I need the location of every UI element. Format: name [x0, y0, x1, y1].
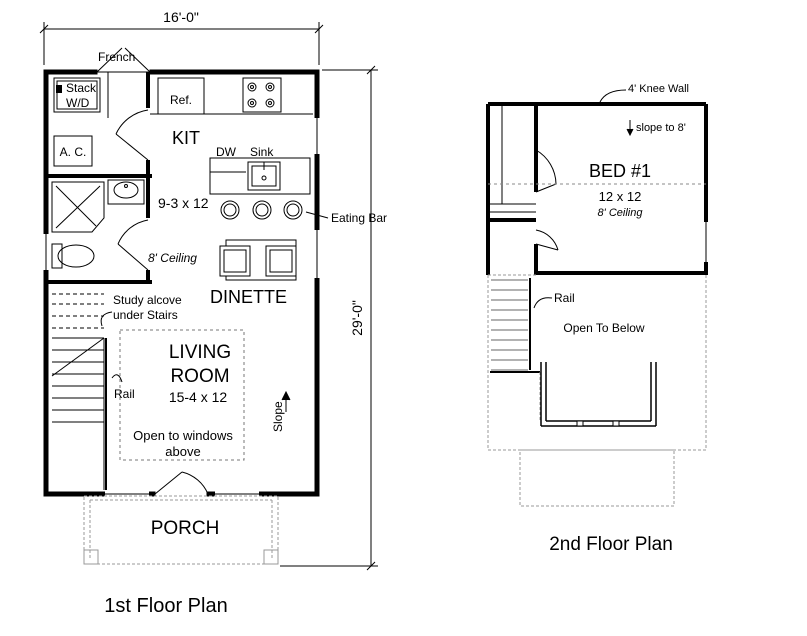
depth-dimension [280, 65, 378, 571]
upper-stairs [491, 279, 528, 371]
first-floor-ceiling-label: 8' Ceiling [148, 251, 197, 265]
dinette-label: DINETTE [210, 287, 287, 307]
french-door-label: French [98, 50, 135, 64]
kitchen-island [209, 157, 311, 195]
slope-label: Slope [271, 401, 285, 432]
living-room-label-2: ROOM [170, 366, 229, 387]
porch-post [263, 549, 279, 565]
slope-to-label: slope to 8' [636, 122, 686, 134]
eating-bar-label: Eating Bar [331, 211, 387, 225]
closet-door [535, 149, 557, 193]
front-door [154, 471, 209, 495]
first-floor-caption: 1st Floor Plan [104, 595, 227, 617]
bedroom-door [535, 229, 559, 251]
refrigerator-label: Ref. [170, 93, 192, 107]
stack-label: Stack [66, 81, 97, 95]
knee-wall-label: 4' Knee Wall [628, 83, 689, 95]
closets [488, 106, 536, 213]
study-alcove-label-2: under Stairs [113, 308, 178, 322]
bedroom-label: BED #1 [589, 161, 651, 181]
open-to-below-label: Open To Below [563, 321, 644, 335]
porch-post [83, 549, 99, 565]
washer-dryer-label: W/D [66, 96, 90, 110]
second-floor-rail-label: Rail [554, 291, 575, 305]
interior-walls [46, 72, 152, 284]
open-to-below-outline [487, 274, 707, 507]
bathroom-door [117, 219, 149, 271]
dishwasher-label: DW [216, 145, 237, 159]
bedroom-size-label: 12 x 12 [599, 189, 642, 204]
eating-bar-leader [305, 211, 329, 219]
windows [42, 118, 321, 498]
first-floor-plan: 16'-0" 29'-0" [39, 9, 387, 617]
kitchen-size-label: 9-3 x 12 [158, 195, 209, 211]
bathroom-fixtures [51, 179, 145, 269]
french-door [96, 47, 151, 73]
study-alcove-label: Study alcove [113, 293, 182, 307]
bed-slope-arrow [626, 120, 634, 137]
depth-dimension-label: 29'-0" [349, 300, 365, 336]
living-room-label: LIVING [169, 342, 231, 363]
kitchen-label: KIT [172, 128, 200, 148]
open-to-windows-label-2: above [165, 444, 200, 459]
first-floor-rail-label: Rail [114, 387, 135, 401]
second-floor-caption: 2nd Floor Plan [549, 534, 673, 555]
bar-stools [220, 200, 303, 220]
porch-label: PORCH [151, 518, 220, 539]
width-dimension-label: 16'-0" [163, 9, 199, 25]
porch [83, 495, 279, 565]
ac-unit [53, 135, 93, 167]
laundry-door [115, 109, 149, 161]
washer-dryer [53, 77, 101, 113]
stairs [51, 293, 105, 490]
width-dimension [39, 22, 324, 65]
dinette-table [219, 239, 297, 281]
open-to-above-area [119, 329, 245, 461]
second-floor-plan: 4' Knee Wall [486, 83, 710, 555]
open-to-windows-label: Open to windows [133, 428, 233, 443]
second-floor-walls [486, 102, 708, 275]
bedroom-ceiling-label: 8' Ceiling [598, 207, 644, 219]
kitchen-counter [150, 77, 313, 115]
sink-label: Sink [250, 145, 274, 159]
balcony-railing [540, 362, 657, 427]
living-room-size-label: 15-4 x 12 [169, 389, 228, 405]
ac-label: A. C. [60, 145, 87, 159]
slope-arrow [281, 390, 291, 412]
